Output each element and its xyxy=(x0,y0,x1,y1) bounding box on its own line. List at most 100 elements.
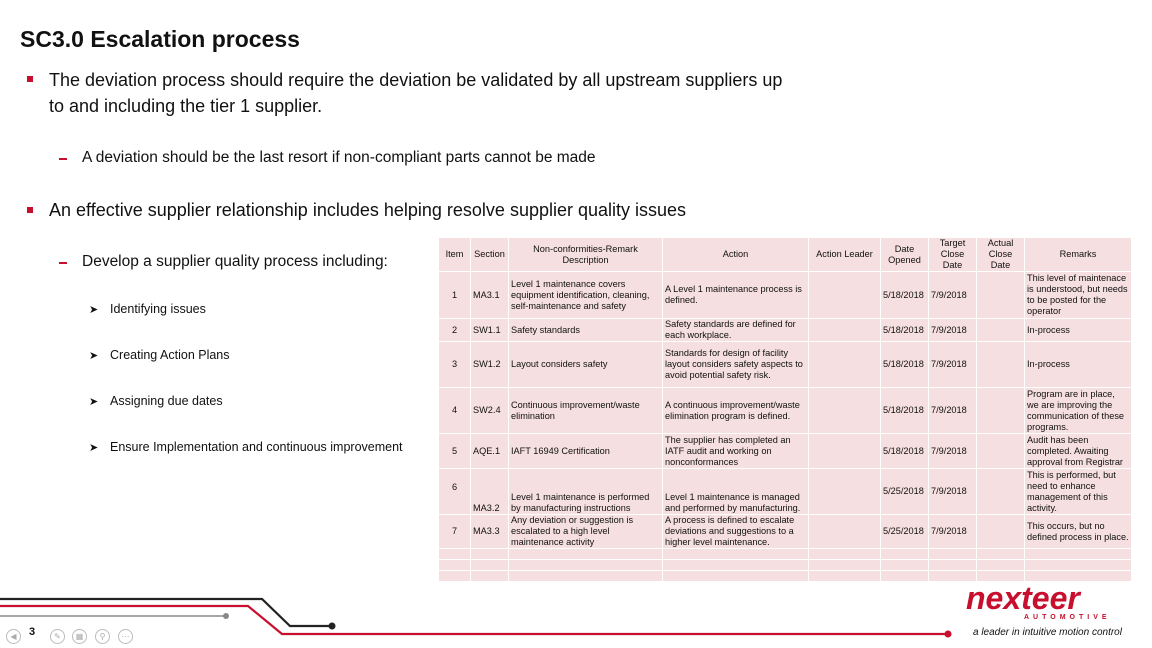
list-item: Identifying issues xyxy=(110,302,206,316)
arrow-bullet-icon: ➤ xyxy=(89,396,99,408)
cell-description: Continuous improvement/waste elimination xyxy=(508,387,663,434)
footer-dot xyxy=(223,613,229,619)
cell-item: 3 xyxy=(438,341,471,388)
column-header: Section xyxy=(470,237,509,272)
footer-line-red xyxy=(0,604,948,636)
cell-remarks: This is performed, but need to enhance m… xyxy=(1024,468,1132,515)
cell-item: 1 xyxy=(438,271,471,319)
cell-actual-date xyxy=(976,468,1025,515)
cell-date-opened: 5/18/2018 xyxy=(880,318,929,342)
cell-date-opened: 5/18/2018 xyxy=(880,433,929,469)
cell-section: SW1.2 xyxy=(470,341,509,388)
cell-remarks: In-process xyxy=(1024,318,1132,342)
cell-target-date: 7/9/2018 xyxy=(928,318,977,342)
cell-actual-date xyxy=(976,433,1025,469)
cell-actual-date xyxy=(976,514,1025,549)
cell-item: 7 xyxy=(438,514,471,549)
page-number: 3 xyxy=(29,626,36,638)
cell-leader xyxy=(808,468,881,515)
cell-date-opened: 5/25/2018 xyxy=(880,468,929,515)
cell-item: 6 xyxy=(438,468,471,515)
logo-wordmark: nexteer xyxy=(966,583,1081,616)
list-item: Assigning due dates xyxy=(110,394,223,408)
cell-target-date: 7/9/2018 xyxy=(928,433,977,469)
list-item: Creating Action Plans xyxy=(110,348,230,362)
cell-actual-date xyxy=(976,387,1025,434)
table-row: 4 SW2.4 Continuous improvement/waste eli… xyxy=(438,387,1132,434)
footer-dot xyxy=(328,622,336,630)
more-options-icon[interactable]: ⋯ xyxy=(118,629,133,644)
table-header-row: Item Section Non-conformities-Remark Des… xyxy=(438,237,1132,272)
list-item: Ensure Implementation and continuous imp… xyxy=(110,440,403,454)
table-row: 6 MA3.2 Level 1 maintenance is performed… xyxy=(438,468,1132,515)
column-header: Actual Close Date xyxy=(976,237,1025,272)
bullet-marker xyxy=(27,207,33,213)
bullet-1-line-2: to and including the tier 1 supplier. xyxy=(49,96,323,116)
cell-item: 2 xyxy=(438,318,471,342)
cell-leader xyxy=(808,387,881,434)
tagline: a leader in intuitive motion control xyxy=(973,627,1122,638)
arrow-bullet-icon: ➤ xyxy=(89,304,99,316)
cell-description: IAFT 16949 Certification xyxy=(508,433,663,469)
column-header: Item xyxy=(438,237,471,272)
cell-section: MA3.3 xyxy=(470,514,509,549)
nexteer-logo: nexteer AUTOMOTIVE xyxy=(966,583,1111,621)
cell-action: Safety standards are defined for each wo… xyxy=(662,318,809,342)
cell-remarks: Audit has been completed. Awaiting appro… xyxy=(1024,433,1132,469)
table-row-empty xyxy=(438,548,1132,560)
cell-leader xyxy=(808,271,881,319)
cell-action: Level 1 maintenance is managed and perfo… xyxy=(662,468,809,515)
bullet-1-line-1: The deviation process should require the… xyxy=(49,70,783,90)
cell-target-date: 7/9/2018 xyxy=(928,514,977,549)
arrow-bullet-icon: ➤ xyxy=(89,350,99,362)
column-header: Remarks xyxy=(1024,237,1132,272)
action-plan-table: Item Section Non-conformities-Remark Des… xyxy=(438,237,1132,582)
table-row: 1 MA3.1 Level 1 maintenance covers equip… xyxy=(438,271,1132,319)
table-row: 3 SW1.2 Layout considers safety Standard… xyxy=(438,341,1132,388)
slides-grid-icon[interactable]: ▦ xyxy=(72,629,87,644)
column-header: Action Leader xyxy=(808,237,881,272)
cell-date-opened: 5/18/2018 xyxy=(880,271,929,319)
cell-action: A Level 1 maintenance process is defined… xyxy=(662,271,809,319)
cell-action: A process is defined to escalate deviati… xyxy=(662,514,809,549)
cell-item: 5 xyxy=(438,433,471,469)
cell-target-date: 7/9/2018 xyxy=(928,468,977,515)
footer-dot xyxy=(944,630,952,638)
zoom-icon[interactable]: ⚲ xyxy=(95,629,110,644)
cell-remarks: This occurs, but no defined process in p… xyxy=(1024,514,1132,549)
table-row-empty xyxy=(438,559,1132,571)
column-header: Non-conformities-Remark Description xyxy=(508,237,663,272)
cell-description: Any deviation or suggestion is escalated… xyxy=(508,514,663,549)
arrow-bullet-icon: ➤ xyxy=(89,442,99,454)
cell-action: The supplier has completed an IATF audit… xyxy=(662,433,809,469)
cell-remarks: In-process xyxy=(1024,341,1132,388)
cell-description: Layout considers safety xyxy=(508,341,663,388)
column-header: Date Opened xyxy=(880,237,929,272)
cell-section: AQE.1 xyxy=(470,433,509,469)
cell-actual-date xyxy=(976,341,1025,388)
slide-title: SC3.0 Escalation process xyxy=(20,26,300,52)
cell-description: Level 1 maintenance covers equipment ide… xyxy=(508,271,663,319)
table-row: 7 MA3.3 Any deviation or suggestion is e… xyxy=(438,514,1132,549)
cell-item: 4 xyxy=(438,387,471,434)
cell-target-date: 7/9/2018 xyxy=(928,341,977,388)
bullet-1-sub: A deviation should be the last resort if… xyxy=(82,149,596,166)
previous-slide-icon[interactable]: ◀ xyxy=(6,629,21,644)
table-row: 5 AQE.1 IAFT 16949 Certification The sup… xyxy=(438,433,1132,469)
cell-leader xyxy=(808,514,881,549)
table-row-empty xyxy=(438,570,1132,582)
cell-action: A continuous improvement/waste eliminati… xyxy=(662,387,809,434)
column-header: Action xyxy=(662,237,809,272)
cell-section: SW1.1 xyxy=(470,318,509,342)
logo-subtitle: AUTOMOTIVE xyxy=(1024,614,1111,621)
footer-line-dark xyxy=(0,597,332,628)
cell-leader xyxy=(808,433,881,469)
bullet-2: An effective supplier relationship inclu… xyxy=(49,200,687,220)
cell-section: SW2.4 xyxy=(470,387,509,434)
pen-icon[interactable]: ✎ xyxy=(50,629,65,644)
cell-leader xyxy=(808,341,881,388)
cell-target-date: 7/9/2018 xyxy=(928,271,977,319)
cell-remarks: Program are in place, we are improving t… xyxy=(1024,387,1132,434)
cell-description: Level 1 maintenance is performed by manu… xyxy=(508,468,663,515)
cell-date-opened: 5/18/2018 xyxy=(880,341,929,388)
